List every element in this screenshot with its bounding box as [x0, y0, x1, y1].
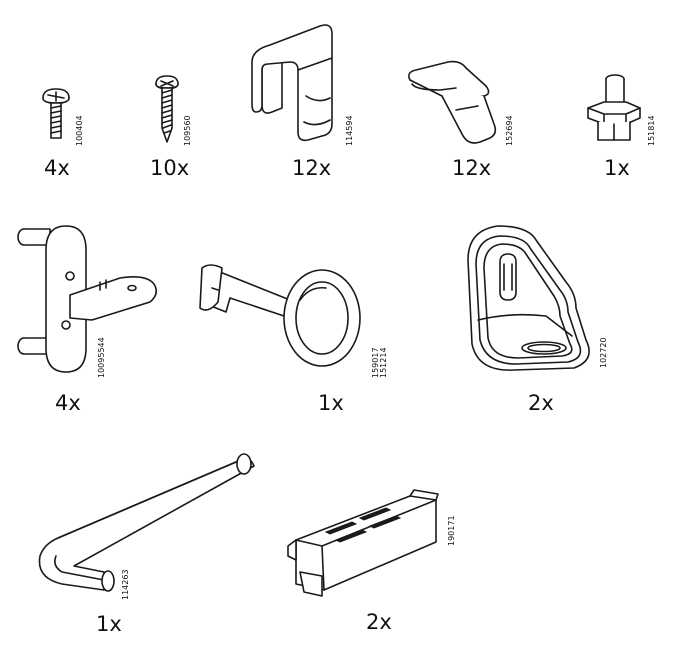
quantity-label: 4x: [44, 156, 70, 180]
quantity-label: 2x: [528, 391, 554, 415]
part-code: 190171: [447, 515, 456, 546]
quantity-label: 10x: [150, 156, 190, 180]
quantity-label: 12x: [292, 156, 332, 180]
quantity-label: 12x: [452, 156, 492, 180]
quantity-label: 2x: [366, 610, 392, 634]
quantity-label: 1x: [604, 156, 630, 180]
quantity-label: 1x: [318, 391, 344, 415]
quantity-label: 4x: [55, 391, 81, 415]
quantity-label: 1x: [96, 612, 122, 636]
